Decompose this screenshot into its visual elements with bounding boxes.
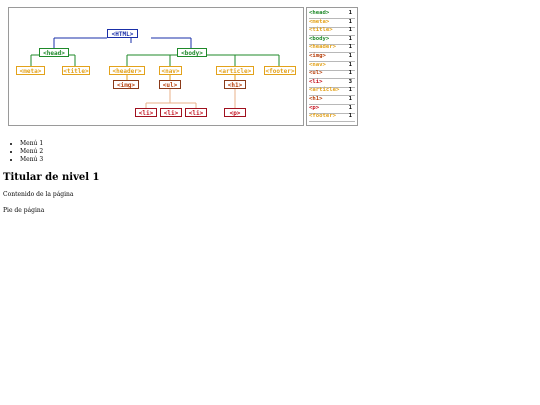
tag-count-label: <p>: [309, 104, 320, 111]
nav-node: <nav>: [159, 66, 182, 75]
tree-connectors: [30, 37, 280, 108]
tag-count-value: 3: [348, 78, 352, 85]
tag-count-value: 1: [348, 113, 352, 120]
img-node: <img>: [113, 80, 139, 89]
tag-count-row: <nav> 1: [309, 62, 355, 71]
menu-item: Menú 2: [20, 148, 43, 156]
tag-count-row: <meta> 1: [309, 19, 355, 28]
tag-count-label: <meta>: [309, 18, 330, 25]
tag-count-row: <header> 1: [309, 44, 355, 54]
tag-count-label: <h1>: [309, 96, 323, 102]
tag-count-label: <header>: [309, 44, 336, 51]
body-node: <body>: [177, 48, 207, 57]
ul-node: <ul>: [159, 80, 181, 89]
tag-count-row: <h1> 1: [309, 96, 355, 105]
p-node: <p>: [224, 108, 246, 117]
tag-count-value: 1: [348, 35, 352, 42]
header-node: <header>: [109, 66, 145, 75]
tag-count-value: 1: [348, 44, 352, 51]
tag-count-row: <footer> 1: [309, 113, 355, 123]
tag-count-label: <body>: [309, 35, 330, 42]
tag-count-value: 1: [348, 27, 352, 34]
li-node-1: <li>: [135, 108, 157, 117]
tag-count-label: <img>: [309, 53, 326, 59]
menu-item: Menú 1: [20, 140, 43, 148]
article-node: <article>: [216, 66, 254, 75]
tag-count-row: <body> 1: [309, 36, 355, 45]
dom-tree-diagram: <HTML> <head> <body> <meta> <title> <hea…: [8, 7, 304, 126]
menu-list: Menú 1 Menú 2 Menú 3: [0, 140, 43, 164]
title-node: <title>: [62, 66, 90, 75]
tag-count-row: <ul> 1: [309, 70, 355, 80]
tag-count-table: <head>1<meta>1<title>1<body>1<header>1<i…: [306, 7, 358, 126]
tag-count-label: <article>: [309, 87, 340, 94]
li-node-3: <li>: [185, 108, 207, 117]
tag-count-row: <article> 1: [309, 87, 355, 97]
tag-count-value: 1: [348, 87, 352, 94]
tag-count-value: 1: [348, 104, 352, 111]
html-node: <HTML>: [107, 29, 138, 38]
li-node-2: <li>: [160, 108, 182, 117]
h1-node: <h1>: [224, 80, 246, 89]
tag-count-row: <head> 1: [309, 10, 355, 19]
tag-count-label: <li>: [309, 78, 323, 85]
tag-count-value: 1: [348, 70, 352, 77]
tag-count-value: 1: [348, 53, 352, 59]
page-content: Contenido de la página: [3, 191, 74, 198]
tag-count-value: 1: [348, 18, 352, 25]
tag-count-value: 1: [348, 96, 352, 102]
page-title: Titular de nivel 1: [3, 172, 100, 183]
footer-node: <footer>: [264, 66, 296, 75]
head-node: <head>: [39, 48, 69, 57]
tag-count-value: 1: [348, 10, 352, 16]
page-footer: Pie de página: [3, 207, 45, 214]
tag-count-label: <nav>: [309, 61, 326, 68]
tag-count-row: <p> 1: [309, 105, 355, 114]
tag-count-row: <li> 3: [309, 79, 355, 88]
tag-count-label: <footer>: [309, 113, 336, 120]
tag-count-value: 1: [348, 61, 352, 68]
tag-count-label: <ul>: [309, 70, 323, 77]
tag-count-label: <title>: [309, 27, 333, 34]
meta-node: <meta>: [16, 66, 45, 75]
tag-count-label: <head>: [309, 10, 330, 16]
menu-item: Menú 3: [20, 156, 43, 164]
tag-count-row: <title> 1: [309, 27, 355, 37]
tag-count-row: <img> 1: [309, 53, 355, 62]
